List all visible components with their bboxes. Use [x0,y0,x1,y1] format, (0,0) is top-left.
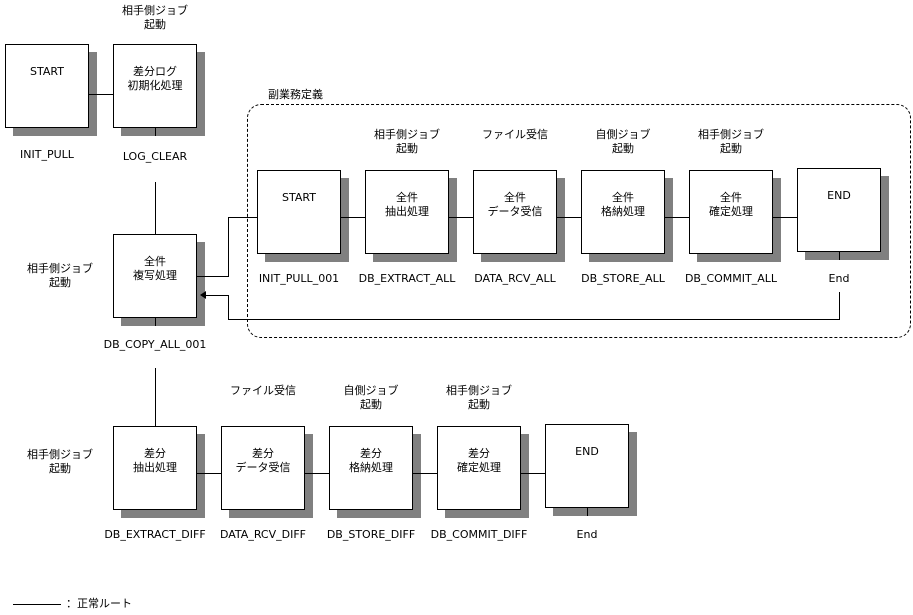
node-id-copy-all: DB_COPY_ALL_001 [103,338,207,351]
connector-start-logclear [89,94,113,95]
subjob-connector [449,217,473,218]
node-copy-all[interactable]: 全件 複写処理 [113,234,197,318]
diff-trigger-label: 自側ジョブ 起動 [343,384,399,411]
diff-node-id: DB_STORE_DIFF [326,528,416,541]
subjob-connector [341,217,365,218]
subjob-node[interactable]: 全件 確定処理 [689,170,773,254]
node-id-log-clear: LOG_CLEAR [122,150,188,163]
diff-node-id: DB_EXTRACT_DIFF [104,528,206,541]
connector-stub [839,252,840,260]
connector-return-h1 [205,295,228,296]
subjob-connector [665,217,689,218]
subjob-node-id: DB_STORE_ALL [581,272,665,285]
diff-node-id: DATA_RCV_DIFF [219,528,306,541]
connector-return-end [839,292,840,320]
trigger-label-copy-all: 相手側ジョブ 起動 [27,262,93,289]
diff-node[interactable]: 差分 格納処理 [329,426,413,510]
subjob-trigger-label: ファイル受信 [482,128,548,141]
connector-return-bottom [228,319,839,320]
diff-node-id: DB_COMMIT_DIFF [430,528,528,541]
subjob-trigger-label: 自側ジョブ 起動 [595,128,651,155]
subjob-trigger-label: 相手側ジョブ 起動 [374,128,440,155]
subjob-node-id: DB_EXTRACT_ALL [358,272,456,285]
connector-copyall-out [197,276,228,277]
subjob-node-id: End [828,272,850,285]
connector-stub [587,508,588,516]
connector-return-v [228,295,229,320]
subjob-node[interactable]: 全件 抽出処理 [365,170,449,254]
node-title: 差分ログ 初期化処理 [127,65,183,92]
connector-stub [155,128,156,136]
node-title: 全件 複写処理 [133,255,177,282]
node-title: 差分 抽出処理 [133,447,177,474]
trigger-label-log-clear: 相手側ジョブ 起動 [122,4,188,31]
node-log-clear[interactable]: 差分ログ 初期化処理 [113,44,197,128]
node-start-init-pull[interactable]: START [5,44,89,128]
diff-node[interactable]: 差分 確定処理 [437,426,521,510]
diff-trigger-label: 相手側ジョブ 起動 [446,384,512,411]
diff-node[interactable]: 差分 データ受信 [221,426,305,510]
connector-logclear-copyall [155,182,156,234]
connector-stub [155,318,156,326]
node-id-init-pull: INIT_PULL [20,148,74,161]
subjob-node-id: DB_COMMIT_ALL [684,272,778,285]
node-title: 差分 格納処理 [349,447,393,474]
node-title: 全件 抽出処理 [385,191,429,218]
subjob-node-id: DATA_RCV_ALL [474,272,556,285]
node-title: END [827,189,851,202]
node-title: 全件 格納処理 [601,191,645,218]
diff-node-id: End [576,528,598,541]
subjob-group [247,104,911,338]
connector-copyall-diff [155,368,156,426]
arrow-return-icon [200,291,206,299]
subjob-node[interactable]: START [257,170,341,254]
subjob-node-id: INIT_PULL_001 [258,272,340,285]
diff-node[interactable]: 差分 抽出処理 [113,426,197,510]
subjob-trigger-label: 相手側ジョブ 起動 [698,128,764,155]
node-title: 全件 データ受信 [487,191,543,218]
diff-connector [413,473,437,474]
diff-connector [521,473,545,474]
diff-connector [305,473,329,474]
node-title: 差分 データ受信 [235,447,291,474]
legend-line [13,604,61,605]
subjob-node[interactable]: END [797,168,881,252]
node-title: 全件 確定処理 [709,191,753,218]
diff-node[interactable]: END [545,424,629,508]
subjob-connector [557,217,581,218]
connector-copyall-out-v [228,217,229,277]
subjob-node[interactable]: 全件 格納処理 [581,170,665,254]
node-title: 差分 確定処理 [457,447,501,474]
subjob-connector [773,217,797,218]
node-title: END [575,445,599,458]
diff-connector [197,473,221,474]
connector-copyall-out-h2 [228,217,257,218]
trigger-label-diff: 相手側ジョブ 起動 [27,448,93,475]
legend-label: ：正常ルート [66,597,132,610]
node-title: START [30,65,64,78]
node-title: START [282,191,316,204]
diff-trigger-label: ファイル受信 [230,384,296,397]
subjob-title: 副業務定義 [268,88,323,101]
subjob-node[interactable]: 全件 データ受信 [473,170,557,254]
